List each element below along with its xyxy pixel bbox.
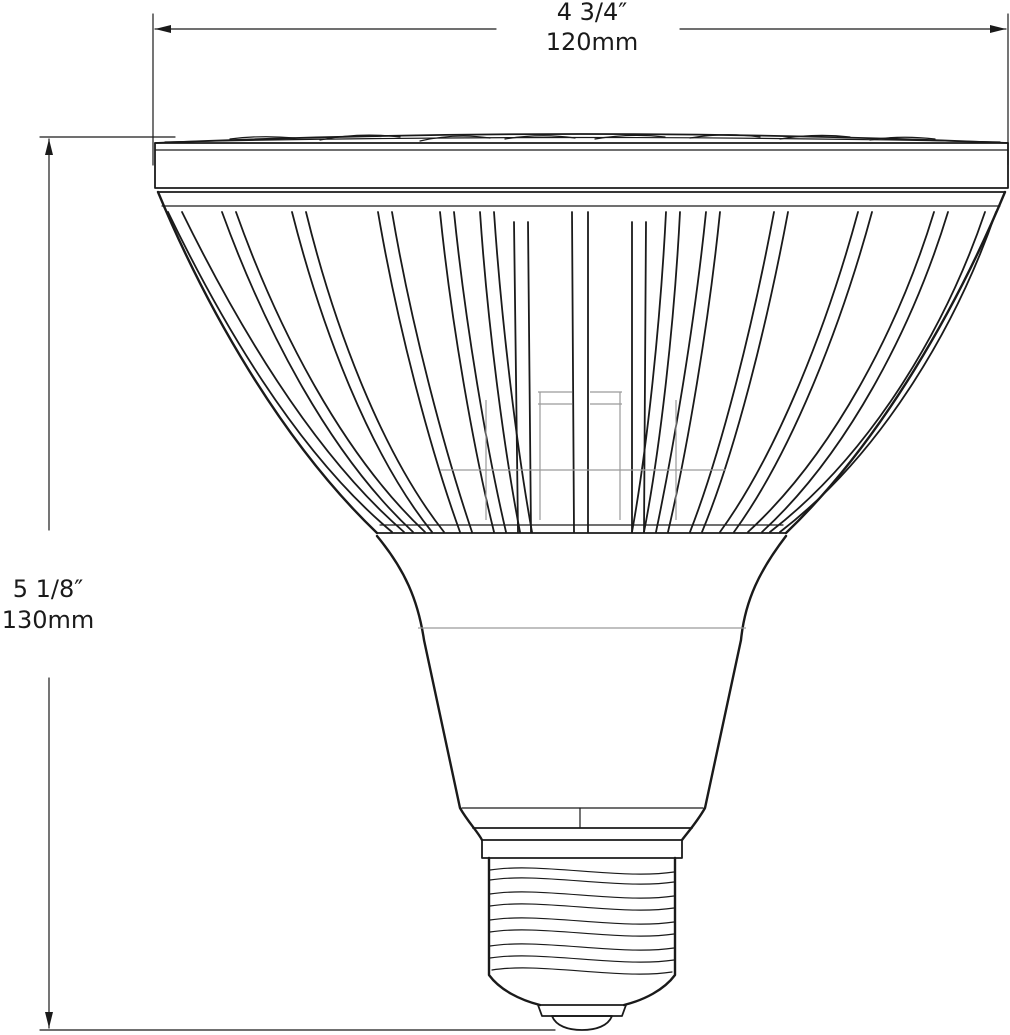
width-arrowhead-left — [155, 25, 171, 33]
width-imperial-label: 4 3/4″ — [557, 0, 628, 26]
width-metric-label: 120mm — [546, 28, 639, 56]
height-arrowhead-bottom — [45, 1012, 53, 1028]
width-dimension: 4 3/4″ 120mm — [152, 0, 1009, 166]
height-arrowhead-top — [45, 139, 53, 155]
height-imperial-label: 5 1/8″ — [13, 575, 84, 603]
cooling-fins — [167, 211, 997, 533]
base-left-edge — [487, 856, 542, 1007]
base-collar — [481, 839, 683, 859]
lens-inner-edge — [164, 136, 1001, 143]
neck-right-edge — [680, 534, 788, 842]
base-insulator — [537, 1004, 627, 1017]
rim-band — [154, 142, 1009, 189]
base-right-edge — [622, 856, 677, 1007]
lens-facets — [229, 134, 936, 142]
neck-left-edge — [375, 534, 484, 842]
inner-core — [440, 391, 726, 520]
width-arrowhead-right — [990, 25, 1006, 33]
base-contact-tip — [551, 1015, 613, 1031]
base-threads — [489, 867, 675, 975]
lens-rim — [154, 133, 1009, 189]
heat-sink-left-edge — [156, 190, 379, 535]
heat-sink-right-edge — [784, 190, 1007, 535]
height-dimension: 5 1/8″ 130mm — [2, 136, 556, 1031]
height-metric-label: 130mm — [2, 606, 95, 634]
heat-sink — [156, 190, 1007, 535]
screw-base — [481, 839, 683, 1031]
lamp-neck — [375, 534, 788, 842]
